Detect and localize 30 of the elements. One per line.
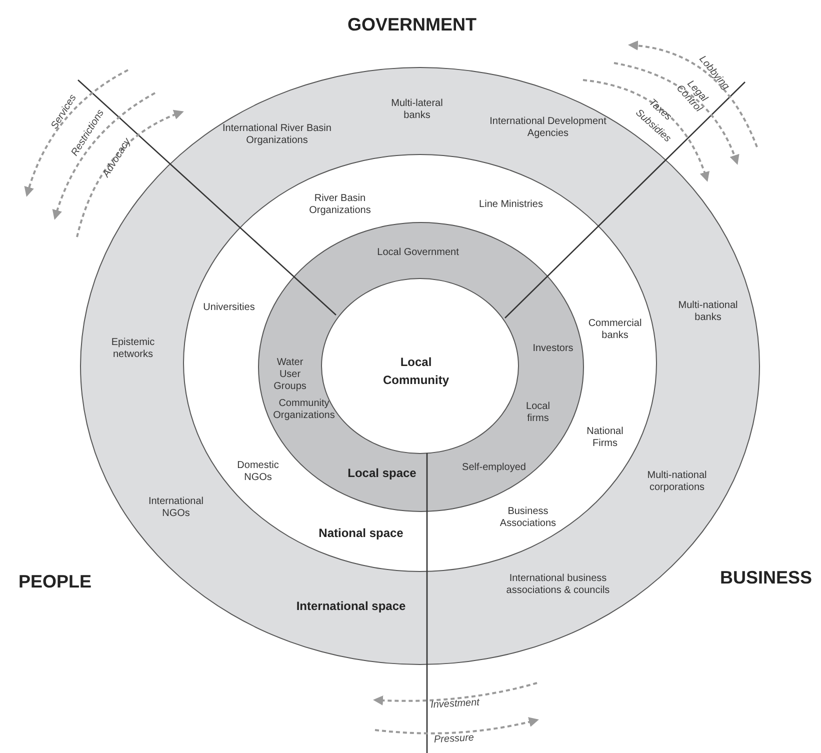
actor-label: Local firms <box>525 401 551 425</box>
actor-label: Domestic NGOs <box>236 460 280 484</box>
sector-heading: PEOPLE <box>18 570 92 594</box>
actor-label: Community Organizations <box>272 398 336 422</box>
actor-label: International NGOs <box>147 496 205 520</box>
actor-label: Universities <box>203 302 255 314</box>
flow-label: Pressure <box>434 731 474 748</box>
actor-label: Local Government <box>377 247 459 259</box>
actor-label: River Basin Organizations <box>308 193 372 217</box>
space-label: National space <box>318 525 404 542</box>
actor-label: International Development Agencies <box>488 116 608 140</box>
actor-label: National Firms <box>586 426 624 450</box>
flow-label: Investment <box>430 696 480 713</box>
sector-heading: BUSINESS <box>720 566 812 590</box>
sector-heading: GOVERNMENT <box>348 14 476 36</box>
actor-label: Self-employed <box>462 462 526 474</box>
actor-label: International River Basin Organizations <box>222 123 332 147</box>
actor-label: International business associations & councils <box>505 573 611 597</box>
space-label: Local space <box>348 465 416 482</box>
actor-label: Multi-lateral banks <box>390 98 444 122</box>
actor-label: Line Ministries <box>479 199 543 211</box>
actor-label: Business Associations <box>498 506 558 530</box>
actor-label: Epistemic networks <box>110 337 156 361</box>
actor-label: Water User Groups <box>273 357 307 393</box>
actor-label: Multi-national corporations <box>646 470 708 494</box>
space-label: International space <box>296 598 406 615</box>
actor-label: Commercial banks <box>587 318 643 342</box>
space-label: Local Community <box>382 354 450 389</box>
actor-label: Investors <box>532 343 574 355</box>
actor-label: Multi-national banks <box>677 300 739 324</box>
